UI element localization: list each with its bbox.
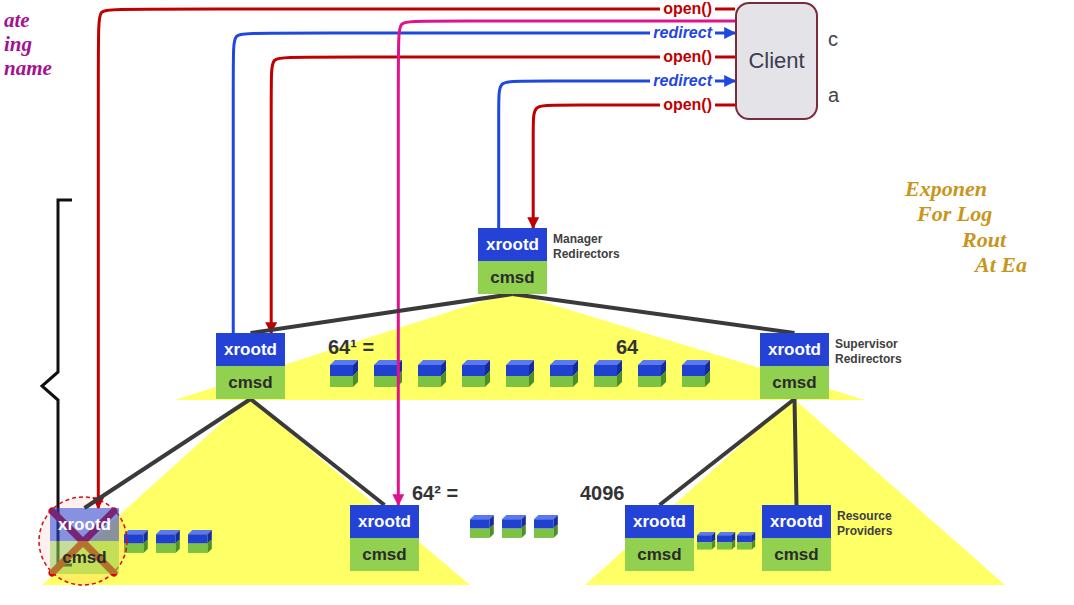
daemon-name: xrootd xyxy=(768,340,821,360)
cmsd-part: cmsd xyxy=(625,538,694,571)
server-cube xyxy=(717,532,735,550)
edge-label: open() xyxy=(660,0,715,18)
server-cube xyxy=(550,360,578,387)
fanout-count: 64¹ = xyxy=(328,336,374,359)
tree-link xyxy=(513,294,795,333)
fanout-triangle xyxy=(585,398,1005,585)
xrootd-part: xrootd xyxy=(478,228,547,261)
tree-link xyxy=(795,399,797,505)
tree-link xyxy=(251,294,513,333)
edge-label: open() xyxy=(660,96,715,114)
cropped-note: ate xyxy=(4,8,30,32)
edge-label: open() xyxy=(660,48,715,66)
xrootd-part: xrootd xyxy=(760,333,829,366)
xrootd-part: xrootd xyxy=(216,333,285,366)
server-cube xyxy=(156,530,180,553)
tier-label: Supervisor Redirectors xyxy=(835,337,902,367)
tree-link xyxy=(660,399,795,505)
redirect-arrow xyxy=(233,33,735,333)
cropped-note: For Log xyxy=(917,201,992,226)
daemon-name: xrootd xyxy=(770,512,823,532)
xrootd-part: xrootd xyxy=(350,505,419,538)
cmsd-part: cmsd xyxy=(216,366,285,399)
server-cube xyxy=(682,360,710,387)
cmsd-part: cmsd xyxy=(760,366,829,399)
server-cube xyxy=(470,515,494,538)
redirect-arrow xyxy=(499,81,735,228)
tier-label: Manager Redirectors xyxy=(553,232,620,262)
server-node: xrootd cmsd xyxy=(625,505,694,571)
server-cube xyxy=(638,360,666,387)
server-cube xyxy=(534,515,558,538)
fanout-count: 64 xyxy=(616,336,638,359)
manager-node: xrootdcmsdManager Redirectors xyxy=(478,228,547,294)
cropped-note: c xyxy=(828,28,838,51)
open-arrow xyxy=(271,57,735,333)
server-node: xrootdcmsdResource Providers xyxy=(762,505,831,571)
open-arrow xyxy=(98,9,735,508)
edge-label: redirect xyxy=(650,24,715,42)
xrootd-part: xrootd xyxy=(762,505,831,538)
xrootd-part: xrootd xyxy=(625,505,694,538)
cmsd-part: cmsd xyxy=(762,538,831,571)
daemon-name: xrootd xyxy=(486,235,539,255)
daemon-name: cmsd xyxy=(490,268,534,288)
cmsd-part: cmsd xyxy=(50,541,119,574)
xrootd-part: xrootd xyxy=(50,508,119,541)
server-cube xyxy=(594,360,622,387)
server-cube xyxy=(502,515,526,538)
fanout-triangle xyxy=(42,398,470,585)
failed-server-node: xrootd cmsd xyxy=(50,508,119,574)
server-cube xyxy=(330,360,358,387)
daemon-name: xrootd xyxy=(224,340,277,360)
cmsd-part: cmsd xyxy=(350,538,419,571)
client-box: Client xyxy=(735,2,818,120)
server-cube xyxy=(506,360,534,387)
daemon-name: cmsd xyxy=(228,373,272,393)
fanout-count: 4096 xyxy=(580,482,625,505)
supervisor-node: xrootd cmsd xyxy=(216,333,285,399)
tree-link xyxy=(85,399,251,508)
fanout-triangle xyxy=(175,292,865,400)
daemon-name: cmsd xyxy=(772,373,816,393)
daemon-name: cmsd xyxy=(774,545,818,565)
server-node: xrootd cmsd xyxy=(350,505,419,571)
cropped-note: Rout xyxy=(962,227,1006,252)
server-cube xyxy=(697,532,715,550)
tree-link xyxy=(251,399,385,505)
supervisor-node: xrootdcmsdSupervisor Redirectors xyxy=(760,333,829,399)
fanout-count: 64² = xyxy=(412,482,458,505)
server-cube xyxy=(737,532,755,550)
cmsd-part: cmsd xyxy=(478,261,547,294)
client-label: Client xyxy=(748,48,804,74)
open-arrow xyxy=(533,105,735,228)
cropped-note: At Ea xyxy=(975,252,1027,277)
cropped-note: ing xyxy=(4,32,32,56)
failure-circle xyxy=(39,497,127,585)
daemon-name: cmsd xyxy=(62,548,106,568)
edge-label: redirect xyxy=(650,72,715,90)
daemon-name: cmsd xyxy=(637,545,681,565)
direct-open-arrow xyxy=(398,21,735,505)
server-cube xyxy=(418,360,446,387)
daemon-name: cmsd xyxy=(362,545,406,565)
cropped-note: Exponen xyxy=(905,176,987,201)
daemon-name: xrootd xyxy=(358,512,411,532)
cropped-note: a xyxy=(828,84,839,107)
daemon-name: xrootd xyxy=(58,515,111,535)
server-cube xyxy=(188,530,212,553)
server-cube xyxy=(462,360,490,387)
daemon-name: xrootd xyxy=(633,512,686,532)
tier-label: Resource Providers xyxy=(837,509,892,539)
cropped-note: name xyxy=(4,56,52,80)
